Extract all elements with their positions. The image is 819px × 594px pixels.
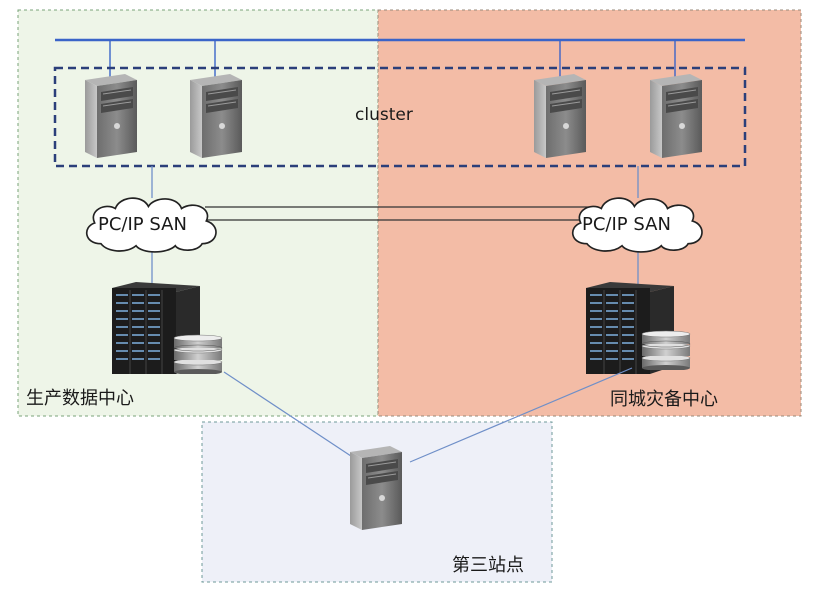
server-tower-icon (533, 74, 586, 158)
third-site-label: 第三站点 (452, 555, 524, 576)
disaster-recovery-label: 同城灾备中心 (610, 389, 718, 410)
disk-stack-icon (641, 330, 691, 370)
cluster-box (53, 66, 747, 168)
san-interlinks (205, 206, 590, 221)
production-label: 生产数据中心 (26, 388, 134, 409)
san-right-label: PC/IP SAN (582, 214, 671, 235)
server-tower-icon (84, 74, 137, 158)
vertical-links (151, 166, 639, 286)
third-site-links (223, 367, 633, 463)
server-tower-icon (349, 446, 402, 530)
server-tower-icon (649, 74, 702, 158)
bus-drops (109, 40, 676, 78)
san-left-label: PC/IP SAN (98, 214, 187, 235)
server-tower-icon (189, 74, 242, 158)
cluster-label: cluster (355, 105, 413, 125)
disk-stack-icon (173, 334, 223, 374)
